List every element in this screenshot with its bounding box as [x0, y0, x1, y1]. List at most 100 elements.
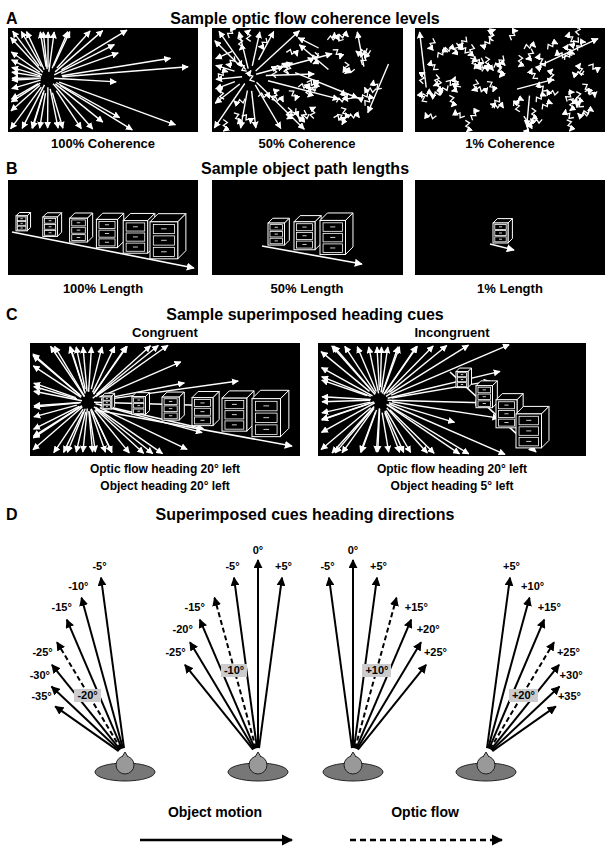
cabinet-front: [476, 386, 493, 408]
cabinet-handle: [330, 247, 335, 248]
cabinet-drawer: [134, 403, 144, 408]
cabinet-drawer: [99, 230, 115, 237]
cabinet-face: [346, 213, 353, 254]
flow-arrow: [295, 73, 358, 98]
noise-dot-path: [239, 61, 246, 72]
panel-background: [318, 343, 586, 456]
cabinet-drawer: [495, 237, 506, 242]
noise-dot-path: [289, 91, 297, 101]
flow-arrow: [34, 406, 80, 429]
object-motion-arrow: [234, 578, 257, 749]
noise-dot-path: [465, 120, 470, 132]
cabinet-handle: [77, 230, 81, 231]
flow-arrow: [368, 64, 389, 113]
heading-label: -30°: [30, 669, 50, 682]
panel-content: [33, 345, 292, 453]
noise-dot-path: [568, 99, 577, 108]
panel-background: [212, 28, 403, 132]
flow-arrow: [386, 346, 433, 394]
cabinet-handle: [169, 408, 172, 409]
noise-dot-path: [272, 90, 279, 101]
cabinet-handle: [77, 222, 81, 223]
flow-arrow: [387, 408, 428, 453]
cabinet-face: [281, 390, 289, 436]
heading-label: +30°: [560, 669, 583, 682]
noise-dot-path: [468, 44, 475, 55]
panel-content: [262, 213, 362, 264]
cabinet-front: [162, 397, 179, 420]
cabinet-handle: [105, 224, 109, 225]
flow-arrow: [94, 407, 153, 454]
cabinet-front: [268, 223, 285, 245]
flow-arrow: [56, 91, 81, 129]
flow-arrow: [517, 79, 554, 89]
noise-dot-path: [333, 50, 342, 59]
flow-arrow: [11, 85, 40, 111]
cabinet-handle: [499, 226, 502, 227]
cabinet-drawer: [45, 224, 56, 229]
cabinet-front: [222, 398, 247, 431]
cabinet-drawer: [519, 427, 538, 436]
flow-arrow: [322, 404, 368, 420]
cabinet-drawer: [457, 383, 466, 387]
cabinet-handle: [302, 227, 306, 228]
cabinet-drawer: [323, 233, 342, 242]
flow-arrow: [215, 41, 240, 66]
noise-dot-path: [242, 115, 251, 124]
flow-arrow: [322, 397, 371, 400]
legend-text: Optic flow: [391, 804, 459, 820]
flow-arrow: [369, 347, 379, 393]
cabinet-drawer: [519, 416, 538, 425]
cabinet-handle: [49, 226, 52, 227]
object-motion-arrow: [356, 620, 411, 749]
flow-arrow: [34, 403, 80, 407]
flow-arrow: [55, 31, 103, 72]
flow-arrow: [55, 84, 103, 122]
condition-label: Incongruent: [414, 326, 489, 341]
flow-arrow: [537, 39, 599, 68]
noise-dot-path: [358, 92, 368, 100]
cabinet-handle: [137, 405, 140, 406]
cabinet-face: [468, 368, 472, 388]
cabinet-drawer: [519, 437, 538, 446]
noise-dot-path: [310, 85, 319, 94]
flow-arrow: [357, 32, 364, 67]
object-motion-arrow: [352, 560, 354, 748]
cabinet-handle: [275, 227, 278, 228]
flow-arrow: [377, 347, 379, 390]
flow-arrow: [389, 346, 446, 393]
cabinet-handle: [169, 401, 172, 402]
noise-dot-path: [286, 63, 293, 74]
cabinet-handle: [526, 441, 531, 442]
object-motion-arrow: [492, 687, 560, 751]
cabinet-front: [192, 398, 213, 426]
noise-dot-path: [228, 29, 236, 38]
noise-dot-path: [472, 80, 479, 91]
cabinet-handle: [499, 239, 502, 240]
cabinet-front: [43, 217, 58, 236]
noise-dot-path: [497, 65, 503, 76]
observer-nose: [255, 752, 261, 757]
heading-label: -5°: [320, 560, 334, 573]
flow-arrow: [50, 89, 58, 128]
object-motion-arrow: [55, 706, 118, 751]
cue-caption: Object heading 20° left: [100, 480, 230, 494]
cabinet-front: [150, 222, 178, 259]
noise-dot-path: [223, 120, 227, 132]
cabinet-drawer: [270, 231, 283, 237]
cabinet-handle: [461, 384, 463, 385]
noise-dot-path: [518, 55, 522, 67]
noise-dot-path: [299, 110, 307, 121]
cabinet-drawer: [225, 421, 244, 429]
flow-arrow: [299, 45, 328, 70]
cabinet-face: [213, 391, 219, 425]
noise-dot-path: [476, 87, 487, 94]
legend-text: Object motion: [168, 804, 262, 820]
panel-caption: 100% Coherence: [51, 137, 155, 152]
heading-label: +25°: [424, 646, 447, 659]
heading-label: -10°: [68, 580, 88, 593]
cabinet-face: [179, 392, 184, 420]
heading-label: -5°: [92, 560, 106, 573]
heading-label: -20°: [173, 623, 193, 636]
